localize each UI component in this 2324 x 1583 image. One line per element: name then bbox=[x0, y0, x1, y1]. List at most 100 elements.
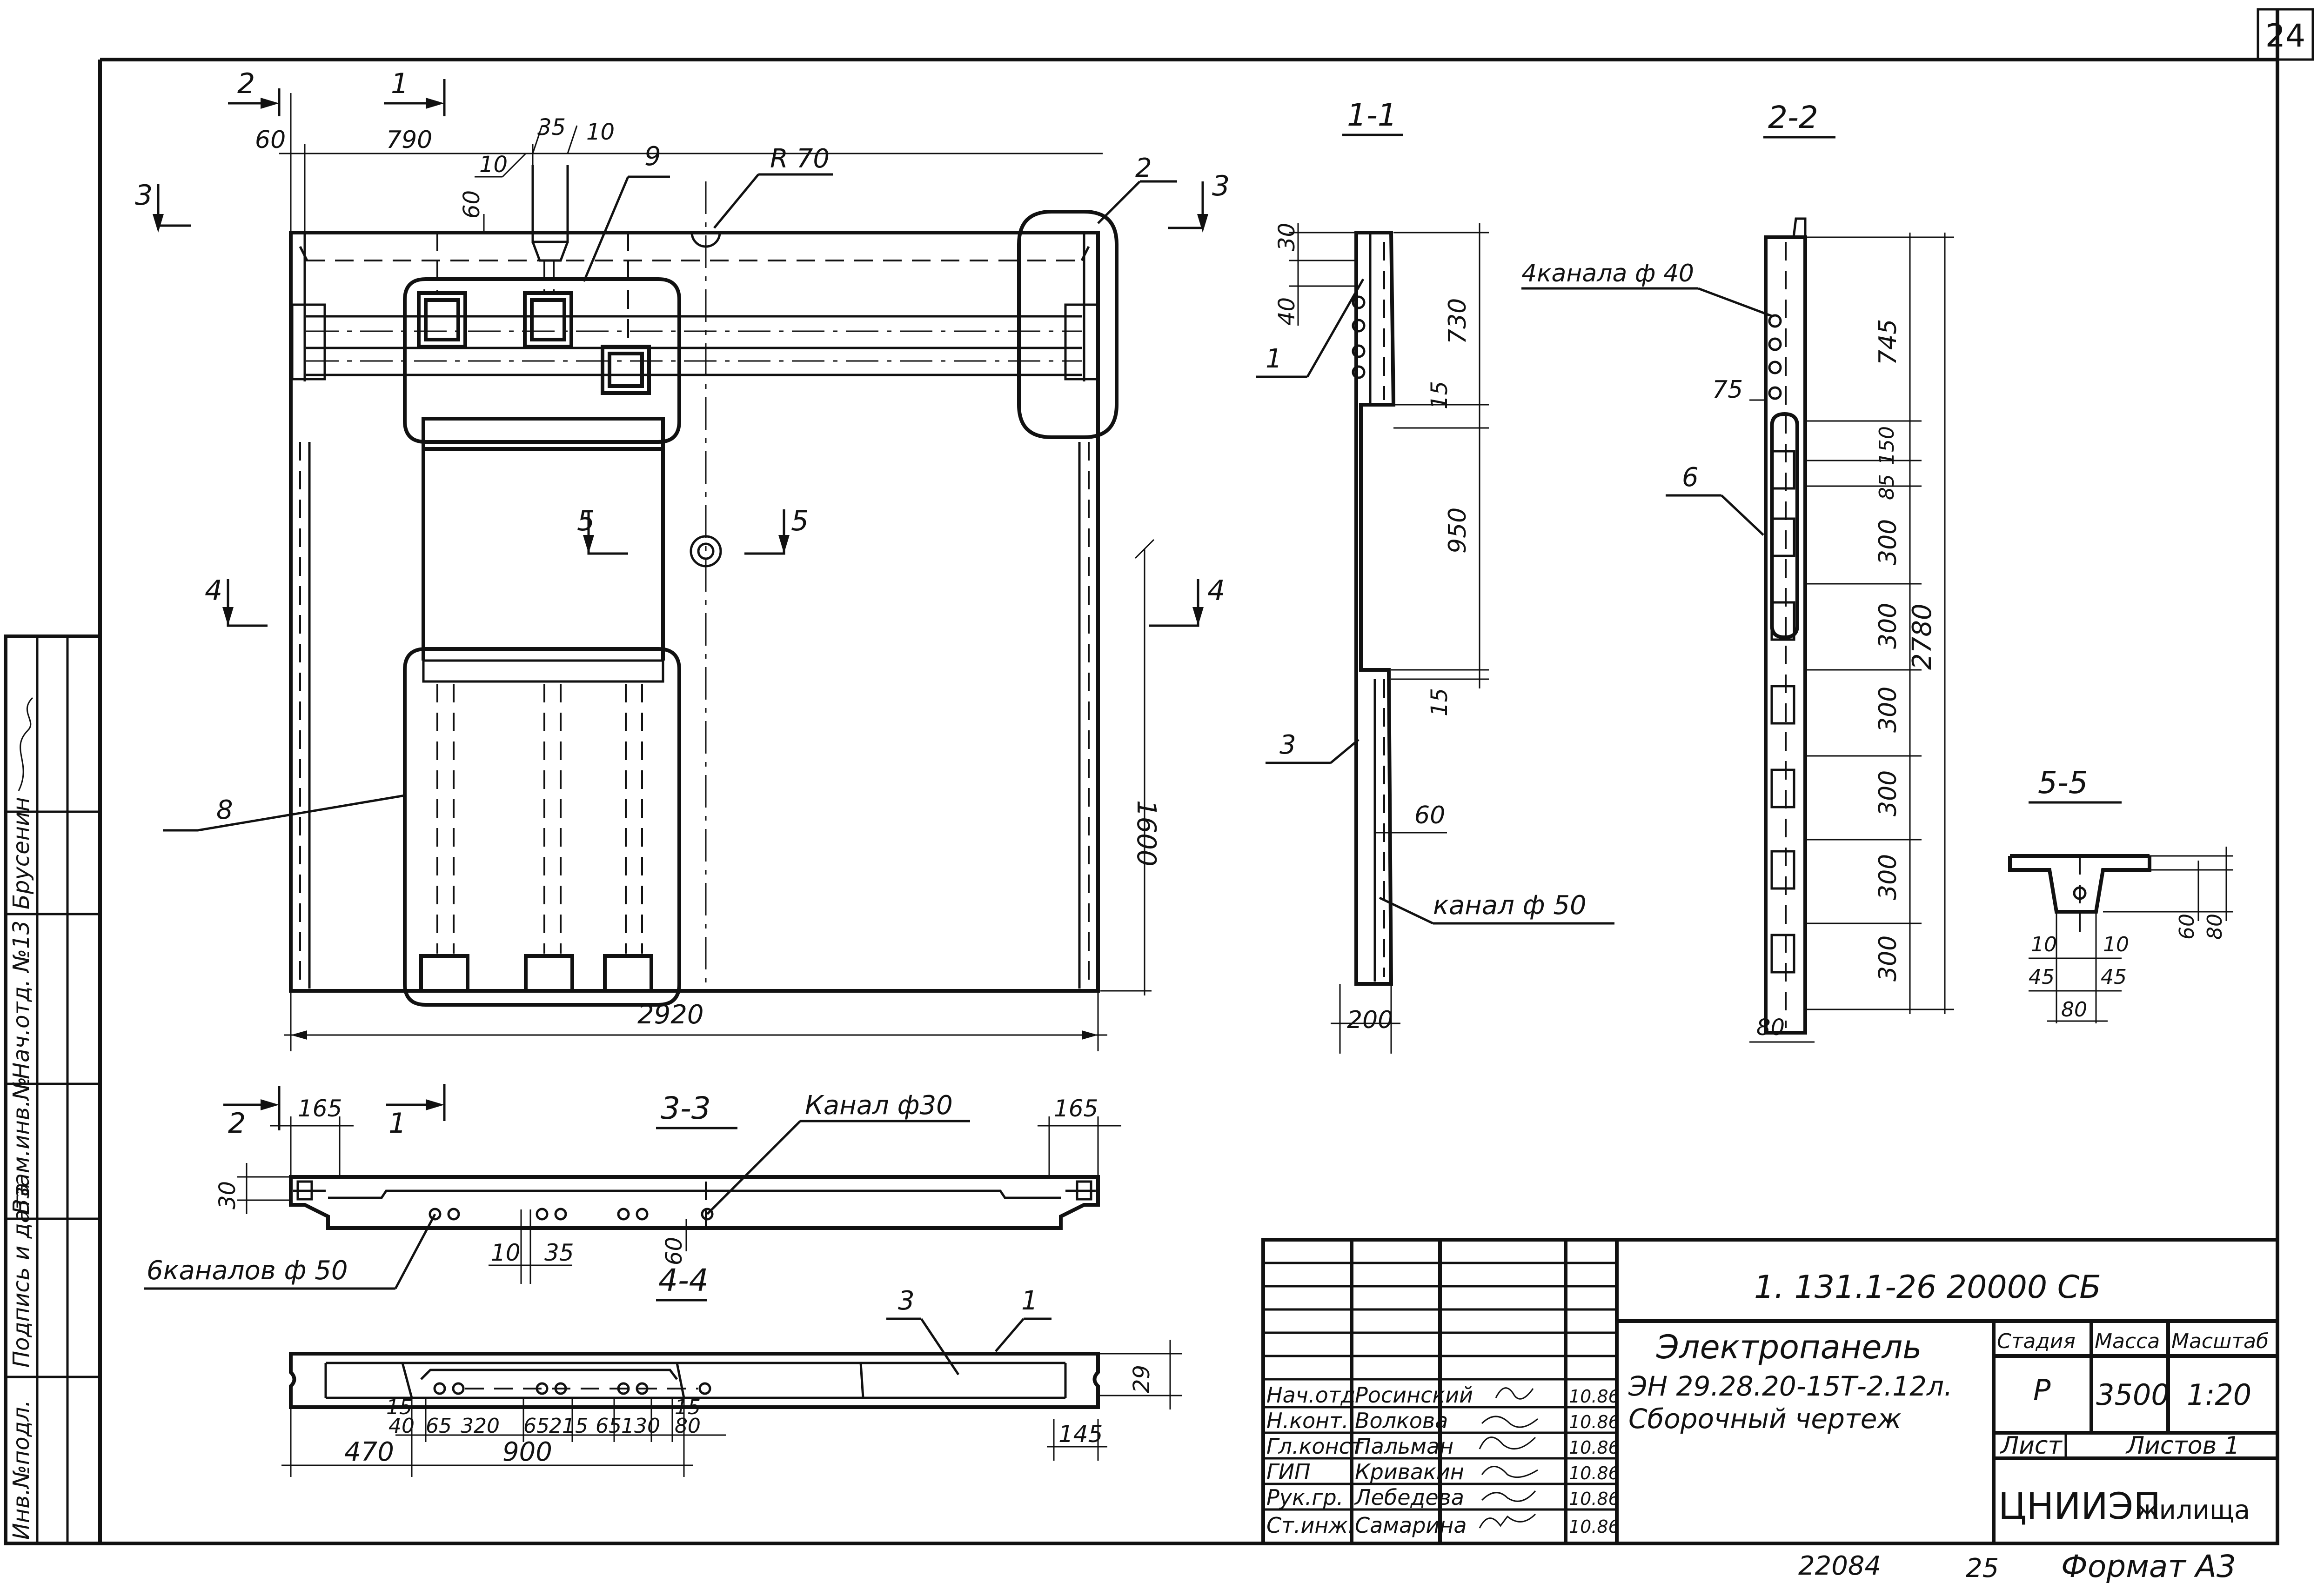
dim-5-5-80v: 80 bbox=[2203, 914, 2227, 940]
dim-main-35: 35 bbox=[537, 114, 566, 140]
dim-2-2-300-5: 300 bbox=[1874, 854, 1902, 900]
dim-4-4-80: 80 bbox=[675, 1414, 701, 1438]
cut-mark-1-top: 1 bbox=[391, 67, 409, 100]
dim-main-2920: 2920 bbox=[637, 1000, 704, 1030]
dim-3-3-60: 60 bbox=[661, 1237, 687, 1265]
signatory-role-5: Ст.инж. bbox=[1266, 1513, 1355, 1538]
dim-1-1-15a: 15 bbox=[1427, 381, 1453, 409]
dim-5-5-45b: 45 bbox=[2101, 965, 2127, 989]
dim-4-4-900: 900 bbox=[502, 1437, 552, 1467]
dim-1-1-950: 950 bbox=[1444, 508, 1472, 554]
signatory-date-1: 10.86 bbox=[1569, 1412, 1620, 1432]
dim-1-1-15b: 15 bbox=[1427, 688, 1453, 716]
panel-front-view: 9 R 70 2 8 60 790 35 10 10 60 2920 1600 bbox=[135, 67, 1230, 1051]
section-5-5-title: 5-5 bbox=[2038, 765, 2088, 801]
dim-2-2-300-6: 300 bbox=[1874, 935, 1902, 982]
dim-1-1-60: 60 bbox=[1414, 802, 1445, 829]
signatory-name-3: Кривакин bbox=[1355, 1459, 1464, 1484]
organization-brand: ЦНИИЭП bbox=[1998, 1486, 2161, 1528]
cut-mark-5-left: 5 bbox=[577, 505, 595, 537]
callout-9: 9 bbox=[644, 141, 661, 172]
dim-2-2-300-4: 300 bbox=[1874, 770, 1902, 816]
section-4-4: 4-4 29 145 470 900 bbox=[281, 1262, 1182, 1477]
callout-channels-6x50: 6каналов ф 50 bbox=[147, 1256, 348, 1286]
dim-3-3-35: 35 bbox=[544, 1239, 574, 1266]
side-stamp-signature bbox=[18, 697, 33, 791]
title-line-1: Электропанель bbox=[1656, 1328, 1922, 1366]
callout-2: 2 bbox=[1135, 153, 1152, 183]
dim-3-3-165a: 165 bbox=[298, 1095, 342, 1122]
dim-4-4-65b: 65 bbox=[523, 1414, 549, 1438]
sheet-frame: 24 bbox=[98, 8, 2314, 1545]
callout-1-in-1-1: 1 bbox=[1266, 344, 1282, 374]
cut-mark-2-bottom: 2 bbox=[228, 1107, 246, 1140]
mass-header: Масса bbox=[2095, 1329, 2160, 1353]
title-line-3: Сборочный чертеж bbox=[1628, 1403, 1902, 1435]
signatory-role-1: Н.конт. bbox=[1266, 1408, 1349, 1433]
signatory-date-3: 10.86 bbox=[1569, 1463, 1620, 1483]
side-stamp-department: Нач.отд. №13 bbox=[8, 921, 34, 1079]
callout-channel-30: Канал ф30 bbox=[805, 1090, 953, 1121]
signatory-date-0: 10.86 bbox=[1569, 1386, 1620, 1407]
signatory-role-2: Гл.конст bbox=[1266, 1434, 1364, 1459]
side-stamp-replace-label: Взам.инв.№ bbox=[8, 1077, 34, 1214]
side-stamp-inv-label: Инв.№подл. bbox=[8, 1400, 34, 1540]
callout-3-in-1-1: 3 bbox=[1279, 730, 1296, 760]
dim-2-2-300-3: 300 bbox=[1874, 687, 1902, 733]
dim-2-2-300-1: 300 bbox=[1874, 519, 1902, 565]
dim-3-3-165b: 165 bbox=[1054, 1095, 1098, 1122]
stage-value: Р bbox=[2033, 1373, 2051, 1407]
document-code: 1. 131.1-26 20000 СБ bbox=[1754, 1269, 2101, 1306]
dim-2-2-150: 150 bbox=[1875, 426, 1899, 465]
callout-channel-50: канал ф 50 bbox=[1433, 890, 1587, 921]
dim-2-2-745: 745 bbox=[1874, 319, 1902, 365]
side-stamp-name: Брусенин bbox=[8, 797, 34, 909]
dim-4-4-145: 145 bbox=[1058, 1421, 1103, 1448]
callout-3-in-4-4: 3 bbox=[898, 1286, 915, 1316]
callout-radius: R 70 bbox=[770, 144, 830, 174]
section-3-3-title: 3-3 bbox=[661, 1090, 711, 1126]
dim-4-4-15a: 15 bbox=[386, 1396, 412, 1419]
scale-header: Масштаб bbox=[2171, 1329, 2269, 1353]
signatory-name-5: Самарина bbox=[1355, 1513, 1467, 1538]
cut-mark-4-left: 4 bbox=[205, 574, 222, 607]
dim-4-4-215: 215 bbox=[549, 1414, 588, 1438]
cut-mark-1-bottom: 1 bbox=[388, 1107, 406, 1140]
signature-0 bbox=[1495, 1387, 1534, 1400]
dim-4-4-29: 29 bbox=[1129, 1365, 1155, 1393]
dim-4-4-470: 470 bbox=[344, 1437, 394, 1467]
signature-2 bbox=[1479, 1436, 1536, 1450]
callout-6: 6 bbox=[1682, 462, 1699, 493]
section-1-1: 1-1 30 40 730 15 950 15 60 200 1 bbox=[1256, 97, 1614, 1054]
section-3-3: 3-3 165 165 30 10 35 60 bbox=[144, 1084, 1121, 1290]
section-2-2: 2-2 745 150 85 300 300 300 300 bbox=[1521, 100, 1954, 1043]
bottom-number: 22084 bbox=[1798, 1551, 1881, 1581]
callout-1-in-4-4: 1 bbox=[1021, 1286, 1038, 1316]
section-5-5: 5-5 10 10 45 45 80 60 80 bbox=[2008, 765, 2233, 1023]
signature-1 bbox=[1481, 1416, 1538, 1428]
callout-channels-40: 4канала ф 40 bbox=[1521, 260, 1694, 287]
cut-mark-3-left: 3 bbox=[135, 179, 153, 212]
cut-mark-4-right: 4 bbox=[1207, 574, 1225, 607]
section-2-2-title: 2-2 bbox=[1768, 100, 1818, 135]
stage-header: Стадия bbox=[1997, 1329, 2076, 1353]
side-stamp: Инв.№подл. Подпись и дата Взам.инв.№ Нач… bbox=[4, 635, 102, 1545]
signatory-role-0: Нач.отд bbox=[1266, 1383, 1355, 1408]
lower-box-zone bbox=[403, 647, 681, 1007]
dim-1-1-730: 730 bbox=[1444, 298, 1472, 344]
signature-4 bbox=[1481, 1490, 1536, 1502]
dim-main-60: 60 bbox=[255, 126, 286, 154]
right-zone bbox=[1017, 210, 1118, 439]
dim-2-2-80: 80 bbox=[1756, 1015, 1785, 1041]
section-4-4-title: 4-4 bbox=[658, 1262, 709, 1298]
scale-value: 1:20 bbox=[2187, 1378, 2251, 1412]
title-line-2: ЭН 29.28.20-15Т-2.12л. bbox=[1628, 1370, 1953, 1402]
dim-2-2-85: 85 bbox=[1875, 474, 1899, 500]
dim-4-4-320: 320 bbox=[461, 1414, 500, 1438]
organization-word: жилища bbox=[2136, 1495, 2250, 1525]
page-label: 25 bbox=[1966, 1553, 1999, 1583]
side-stamp-signature-label: Подпись и дата bbox=[8, 1182, 34, 1368]
dim-3-3-10: 10 bbox=[491, 1239, 521, 1266]
signature-3 bbox=[1481, 1466, 1538, 1478]
